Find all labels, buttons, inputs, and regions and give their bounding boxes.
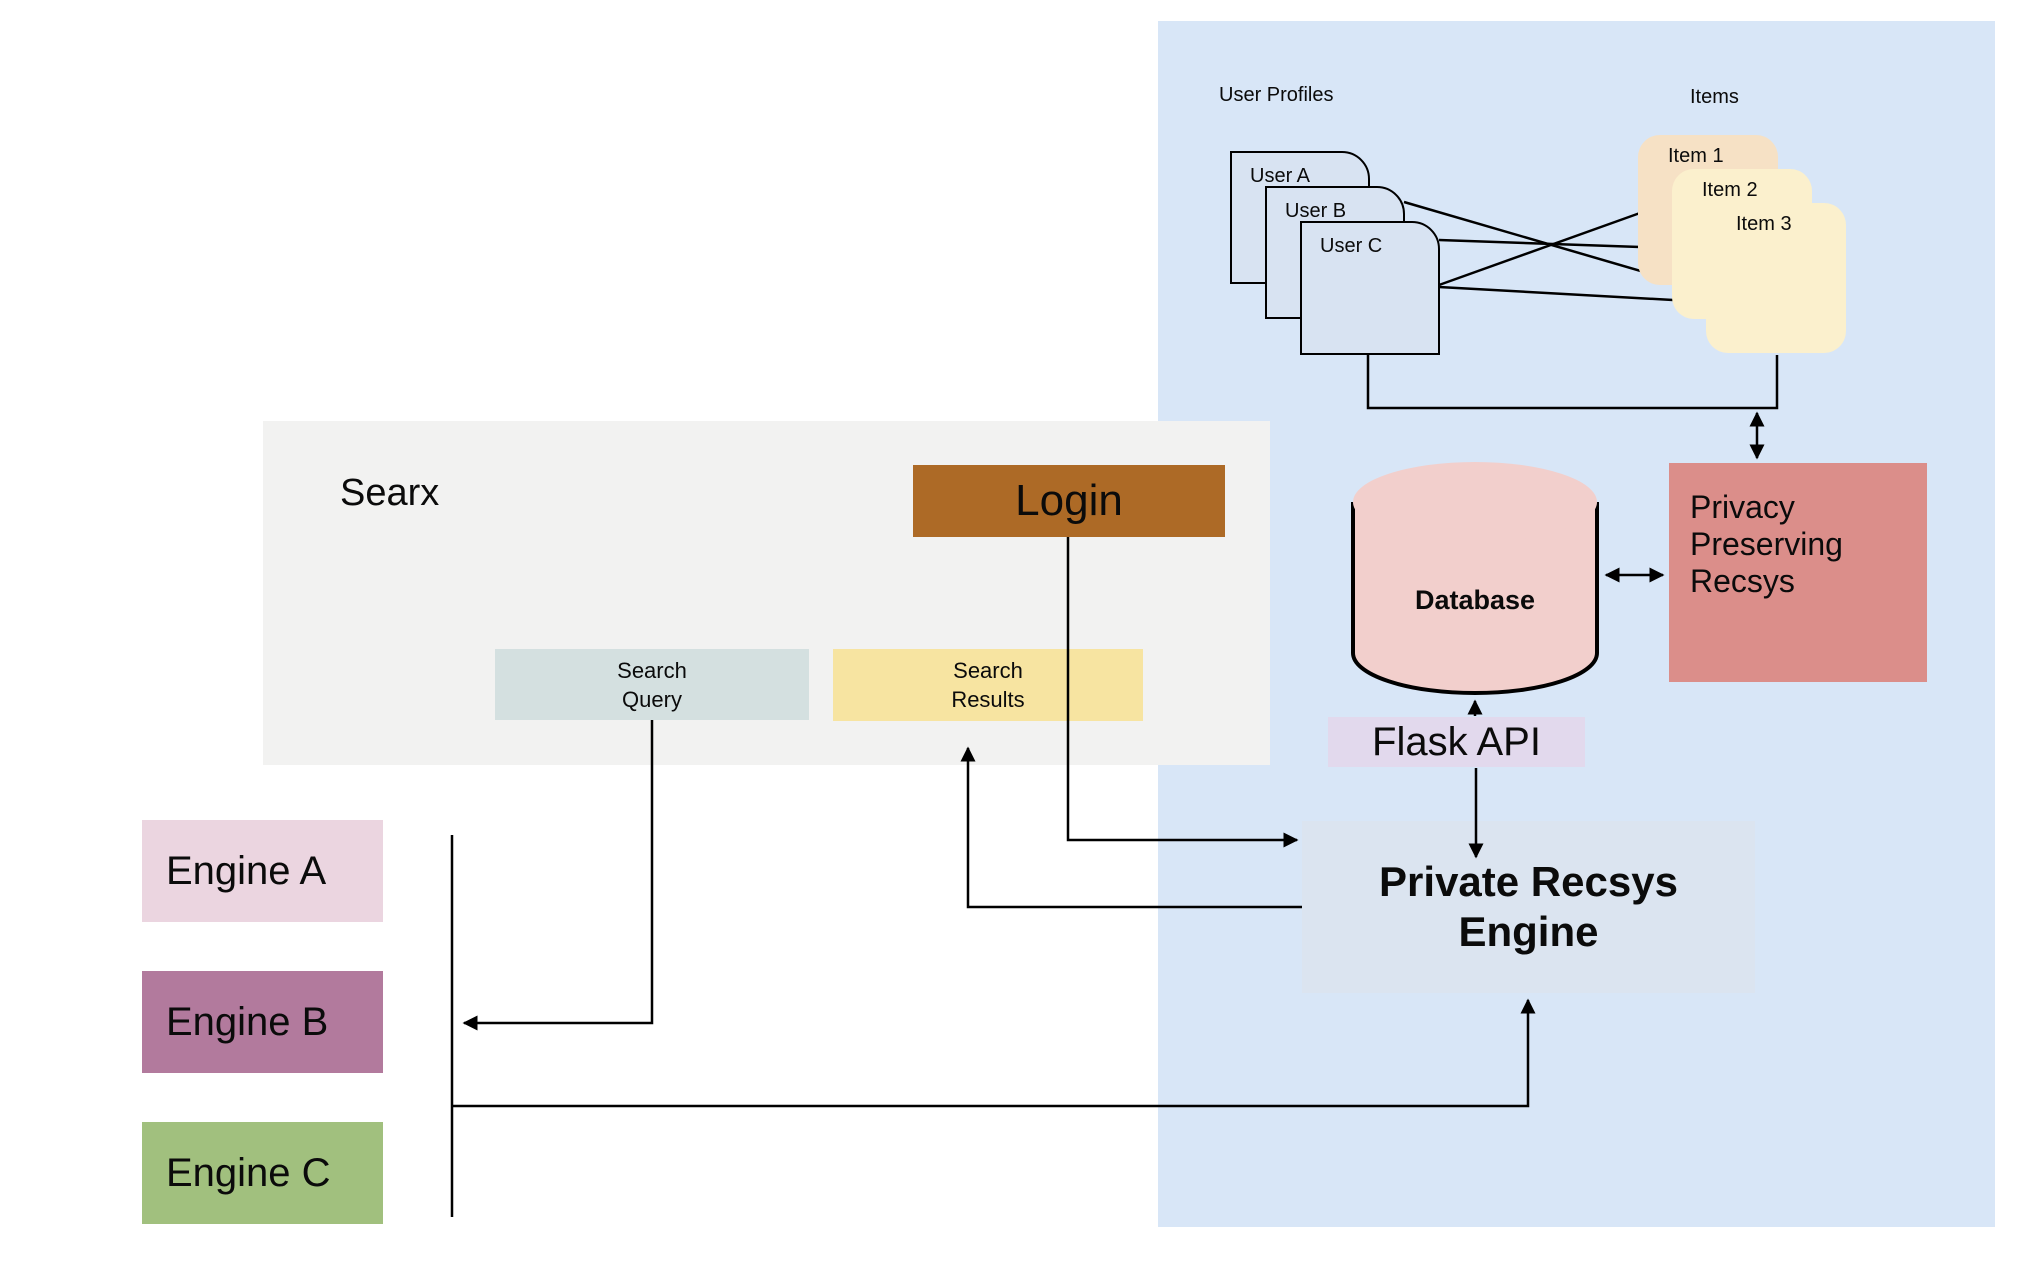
privacy-line-2: Preserving: [1690, 526, 1843, 562]
items-label: Items: [1690, 86, 1739, 108]
search-results-node: Search Results: [833, 649, 1143, 721]
search-results-line-2: Results: [951, 687, 1025, 712]
item-card-2-label: Item 2: [1702, 179, 1758, 201]
search-query-node: Search Query: [495, 649, 809, 720]
pre-line-2: Engine: [1458, 908, 1599, 955]
search-results-line-1: Search: [953, 658, 1023, 683]
flask-api-label: Flask API: [1372, 719, 1541, 764]
privacy-preserving-recsys-node: Privacy Preserving Recsys: [1669, 463, 1927, 682]
privacy-line-3: Recsys: [1690, 563, 1795, 599]
privacy-line-1: Privacy: [1690, 489, 1795, 525]
item-card-3: Item 3: [1706, 203, 1846, 353]
engine-b-node: Engine B: [142, 971, 383, 1073]
engine-a-node: Engine A: [142, 820, 383, 922]
search-query-line-2: Query: [622, 686, 682, 712]
item-card-3-label: Item 3: [1736, 213, 1792, 235]
database-label: Database: [1414, 585, 1536, 615]
login-label: Login: [1015, 476, 1123, 525]
user-card-c: User C: [1300, 221, 1440, 355]
user-card-b-label: User B: [1285, 200, 1347, 222]
engine-c-node: Engine C: [142, 1122, 383, 1224]
engine-a-label: Engine A: [166, 848, 327, 893]
search-query-line-1: Search: [617, 657, 687, 683]
engine-b-label: Engine B: [166, 999, 329, 1044]
user-card-a-label: User A: [1250, 165, 1311, 187]
search-query-to-engines-arrow: [462, 720, 654, 1031]
login-node: Login: [913, 465, 1225, 537]
engine-c-label: Engine C: [166, 1150, 331, 1195]
user-card-c-label: User C: [1320, 235, 1383, 257]
user-profiles-label: User Profiles: [1219, 84, 1334, 106]
pre-line-1: Private Recsys: [1379, 858, 1678, 905]
item-card-1-label: Item 1: [1668, 145, 1724, 167]
private-recsys-engine-node: Private Recsys Engine: [1302, 821, 1755, 993]
searx-title: Searx: [340, 472, 440, 514]
flask-api-node: Flask API: [1328, 717, 1585, 767]
